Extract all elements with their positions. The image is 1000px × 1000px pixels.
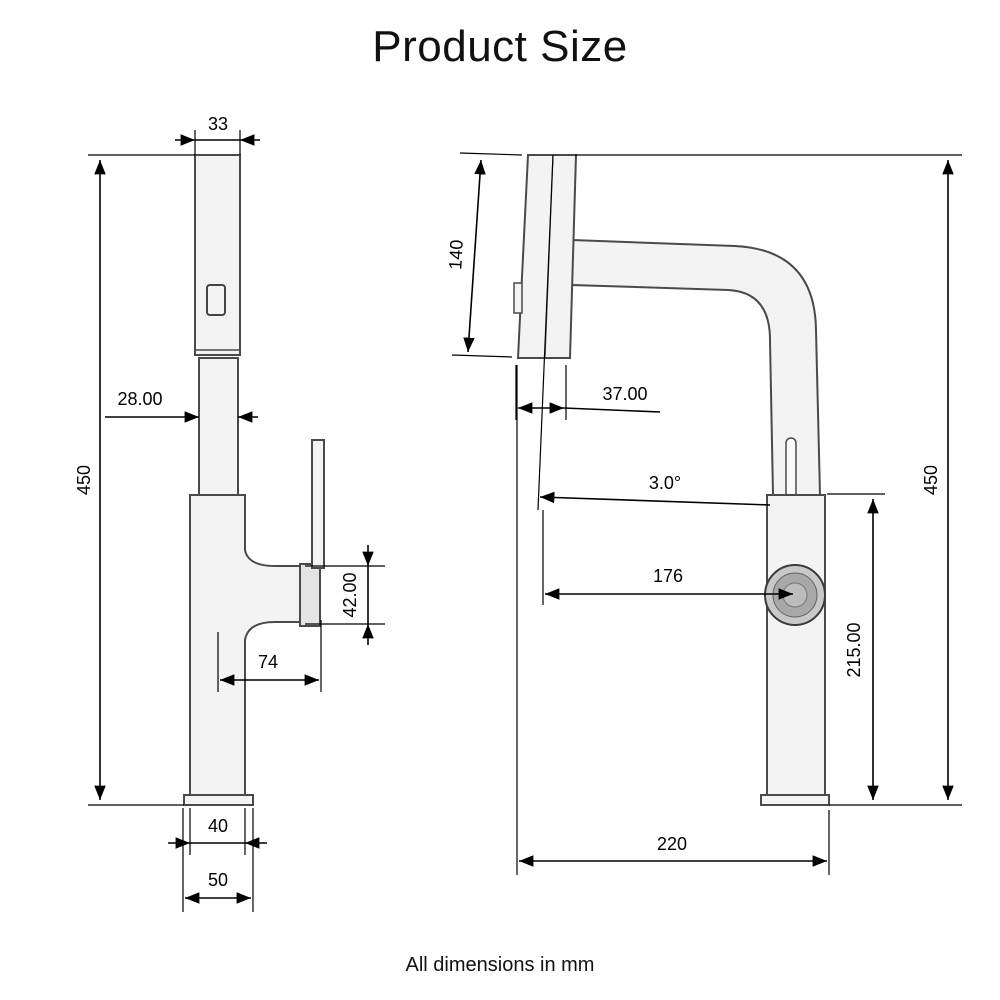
dim-left-total-height: 450 xyxy=(74,465,94,495)
spray-head xyxy=(194,154,241,356)
right-faucet-view xyxy=(513,154,830,806)
right-dimensions: 140 37.00 3.0° 176 215.00 450 220 xyxy=(445,152,962,875)
faucet-body-side xyxy=(766,494,826,796)
dim-handle-diameter: 42.00 xyxy=(340,572,360,617)
dim-base-inner: 40 xyxy=(208,816,228,836)
dim-body-height: 215.00 xyxy=(844,622,864,677)
handle-cap xyxy=(299,563,321,627)
dim-top-width: 33 xyxy=(208,114,228,134)
dim-spout-reach: 176 xyxy=(653,566,683,586)
spout-arc xyxy=(571,238,822,496)
page-title: Product Size xyxy=(372,22,628,71)
left-dimensions: 33 450 28.00 42.00 74 40 50 xyxy=(74,114,385,912)
dim-total-depth: 220 xyxy=(657,834,687,854)
spray-button xyxy=(206,284,226,316)
dim-head-width: 37.00 xyxy=(602,384,647,404)
units-note: All dimensions in mm xyxy=(405,954,595,976)
dim-head-length: 140 xyxy=(445,239,467,270)
base-plate xyxy=(183,794,254,806)
base-plate-side xyxy=(760,794,830,806)
dim-head-angle: 3.0° xyxy=(649,473,681,493)
dim-right-total-height: 450 xyxy=(921,465,941,495)
left-faucet-view xyxy=(183,154,325,806)
spray-head-side xyxy=(516,154,578,359)
faucet-body xyxy=(189,494,306,796)
dim-hose-diameter: 28.00 xyxy=(117,389,162,409)
pull-out-hose xyxy=(198,357,239,499)
dim-handle-reach: 74 xyxy=(258,652,278,672)
handle-lever xyxy=(311,439,325,569)
dim-base-outer: 50 xyxy=(208,870,228,890)
